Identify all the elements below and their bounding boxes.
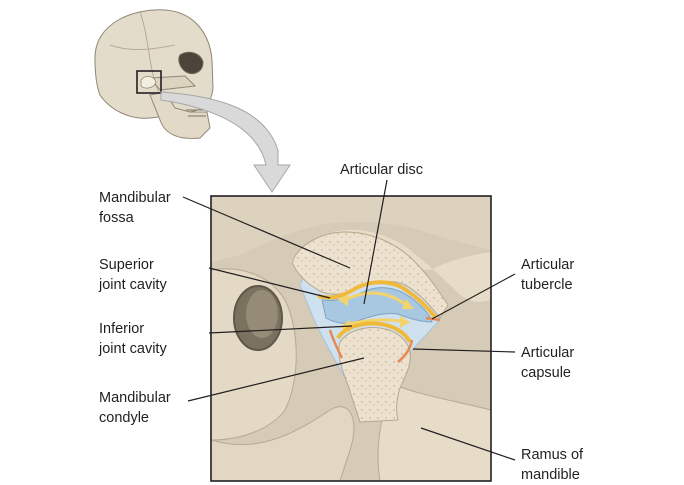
articular-tubercle-line-2: tubercle: [521, 277, 573, 293]
leader-lines: [182, 179, 516, 461]
ramus-of-mandible-line-1: Ramus of: [521, 447, 584, 463]
tmj-thumb: [140, 76, 157, 89]
superior-cavity-arrow: [344, 291, 406, 306]
leader-ramus-of-mandible: [420, 427, 516, 461]
label-ramus-of-mandible: Ramus of mandible: [521, 445, 583, 485]
articular-capsule-line-1: Articular: [521, 345, 575, 361]
mandibular-condyle: [338, 327, 411, 423]
superior-joint-cavity-line-2: joint cavity: [99, 277, 167, 293]
label-superior-joint-cavity: Superior joint cavity: [99, 255, 167, 295]
leader-mandibular-fossa: [182, 196, 351, 269]
mandibular-condyle-line-1: Mandibular: [99, 390, 171, 406]
joint-detail-panel: [210, 195, 492, 482]
condyle-cartilage: [336, 321, 412, 344]
label-articular-tubercle: Articular tubercle: [521, 255, 574, 295]
fossa-cartilage: [317, 280, 438, 320]
mandible: [149, 91, 211, 139]
mandibular-fossa-line-2: fossa: [99, 210, 134, 226]
leader-superior-joint-cavity: [208, 267, 331, 299]
leader-articular-capsule: [412, 348, 516, 353]
leader-articular-tubercle: [431, 273, 516, 320]
eye-orbit: [178, 51, 204, 75]
articular-tubercle-line-1: Articular: [521, 257, 575, 273]
leader-articular-disc: [363, 179, 388, 305]
zoom-arrow: [160, 91, 291, 193]
inferior-joint-cavity-line-1: Inferior: [99, 321, 145, 337]
mandibular-fossa-bone: [291, 231, 449, 319]
mandibular-fossa-line-1: Mandibular: [99, 190, 171, 206]
label-articular-capsule: Articular capsule: [521, 343, 574, 383]
articular-disc-text: Articular disc: [340, 162, 423, 178]
articular-disc: [321, 287, 433, 324]
label-articular-disc: Articular disc: [340, 160, 423, 180]
skull-suture: [139, 11, 161, 96]
highlight-box: [136, 70, 162, 94]
leader-inferior-joint-cavity: [208, 325, 353, 334]
articular-capsule-line-2: capsule: [521, 365, 571, 381]
skull-thumbnail: [94, 9, 214, 139]
superior-joint-cavity-line-1: Superior: [99, 257, 154, 273]
ramus-of-mandible-line-2: mandible: [521, 467, 580, 483]
inferior-joint-cavity-line-2: joint cavity: [99, 341, 167, 357]
label-inferior-joint-cavity: Inferior joint cavity: [99, 319, 167, 359]
inferior-cavity-arrow: [344, 318, 406, 327]
label-mandibular-fossa: Mandibular fossa: [99, 188, 171, 228]
leader-mandibular-condyle: [187, 357, 365, 402]
label-mandibular-condyle: Mandibular condyle: [99, 388, 171, 428]
skull-suture-2: [109, 44, 176, 51]
mandibular-condyle-line-2: condyle: [99, 410, 149, 426]
